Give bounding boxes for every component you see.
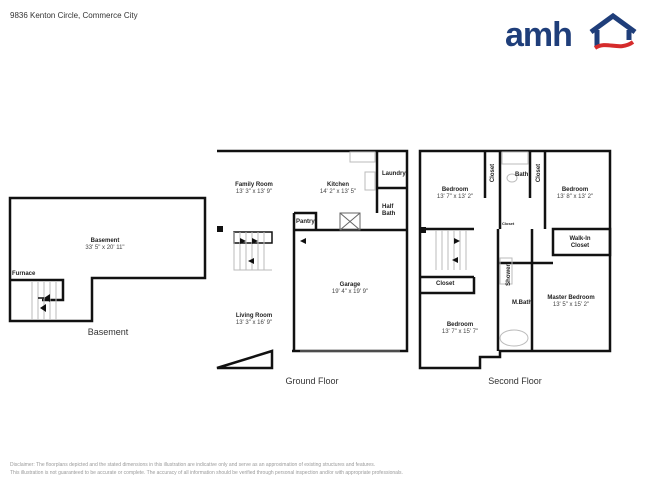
basement-walls: [8, 196, 207, 323]
second-floor-walls: [418, 149, 612, 370]
disclaimer-line-2: This illustration is not guaranteed to b…: [10, 470, 403, 476]
label-furnace: Furnace: [12, 271, 36, 277]
floor-label-basement: Basement: [87, 327, 129, 337]
label-pantry: Pantry: [296, 219, 315, 225]
amh-logo: amh: [505, 8, 640, 53]
label-walk-in-closet: Walk-In Closet: [569, 236, 591, 249]
label-closet-1: Closet: [490, 163, 497, 183]
logo-text: amh: [505, 16, 573, 54]
label-m-bath: M.Bath: [512, 300, 532, 306]
label-closet-3: Closet: [436, 281, 455, 287]
label-closet-4: Closet: [502, 221, 515, 226]
disclaimer-line-1: Disclaimer: The floorplans depicted and …: [10, 462, 376, 468]
floor-label-second: Second Floor: [488, 376, 542, 386]
house-roof-icon: [589, 12, 637, 50]
label-half-bath: Half Bath: [382, 204, 396, 217]
label-closet-2: Closet: [536, 163, 543, 183]
property-address: 9836 Kenton Circle, Commerce City: [10, 11, 138, 20]
label-laundry: Laundry: [382, 171, 406, 177]
label-bath: Bath: [515, 172, 529, 178]
floor-label-ground: Ground Floor: [285, 376, 339, 386]
label-shower: Shower: [505, 264, 512, 286]
